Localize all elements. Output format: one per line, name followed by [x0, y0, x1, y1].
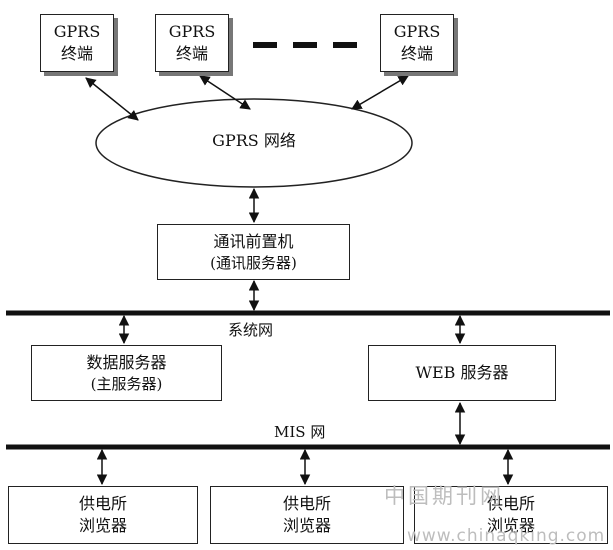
web-server-title: WEB 服务器	[415, 363, 509, 383]
terminal-2-line2: 终端	[175, 44, 208, 63]
gprs-network-ellipse	[95, 98, 413, 188]
terminal-3-line2: 终端	[400, 44, 433, 63]
terminal-2-line1: GPRS	[168, 22, 216, 42]
comm-front-end-box: 通讯前置机 (通讯服务器)	[157, 224, 350, 280]
browser-2-line2: 浏览器	[282, 516, 331, 535]
data-server-subtitle: (主服务器)	[90, 374, 163, 393]
web-server-box: WEB 服务器	[368, 345, 556, 401]
browser-1-line1: 供电所	[78, 494, 127, 514]
arrow-terminal-1-network	[85, 77, 139, 121]
gprs-terminal-2: GPRS 终端	[155, 14, 229, 72]
watermark-url: www.chinaqking.com	[407, 526, 606, 546]
terminal-1-line2: 终端	[60, 44, 93, 63]
gprs-terminal-1: GPRS 终端	[40, 14, 114, 72]
substation-browser-1: 供电所 浏览器	[8, 486, 198, 544]
arrow-terminal-3-network	[351, 75, 409, 110]
system-bus-label: 系统网	[228, 321, 274, 339]
data-server-title: 数据服务器	[86, 353, 167, 373]
substation-browser-2: 供电所 浏览器	[210, 486, 404, 544]
data-server-box: 数据服务器 (主服务器)	[31, 345, 222, 401]
browser-3-line1: 供电所	[486, 494, 535, 514]
browser-3-line2: 浏览器	[486, 516, 535, 535]
browser-1-line2: 浏览器	[78, 516, 127, 535]
gprs-network-label: GPRS 网络	[212, 131, 296, 150]
terminal-1-line1: GPRS	[53, 22, 101, 42]
substation-browser-3: 供电所 浏览器	[414, 486, 608, 544]
arrow-terminal-2-network	[199, 75, 251, 110]
terminal-3-line1: GPRS	[393, 22, 441, 42]
gprs-terminal-3: GPRS 终端	[380, 14, 454, 72]
watermark-cn: 中国期刊网	[384, 484, 504, 508]
front-end-subtitle: (通讯服务器)	[210, 253, 297, 272]
mis-bus-label: MIS 网	[274, 423, 326, 441]
front-end-title: 通讯前置机	[213, 232, 294, 252]
browser-2-line1: 供电所	[282, 494, 331, 514]
